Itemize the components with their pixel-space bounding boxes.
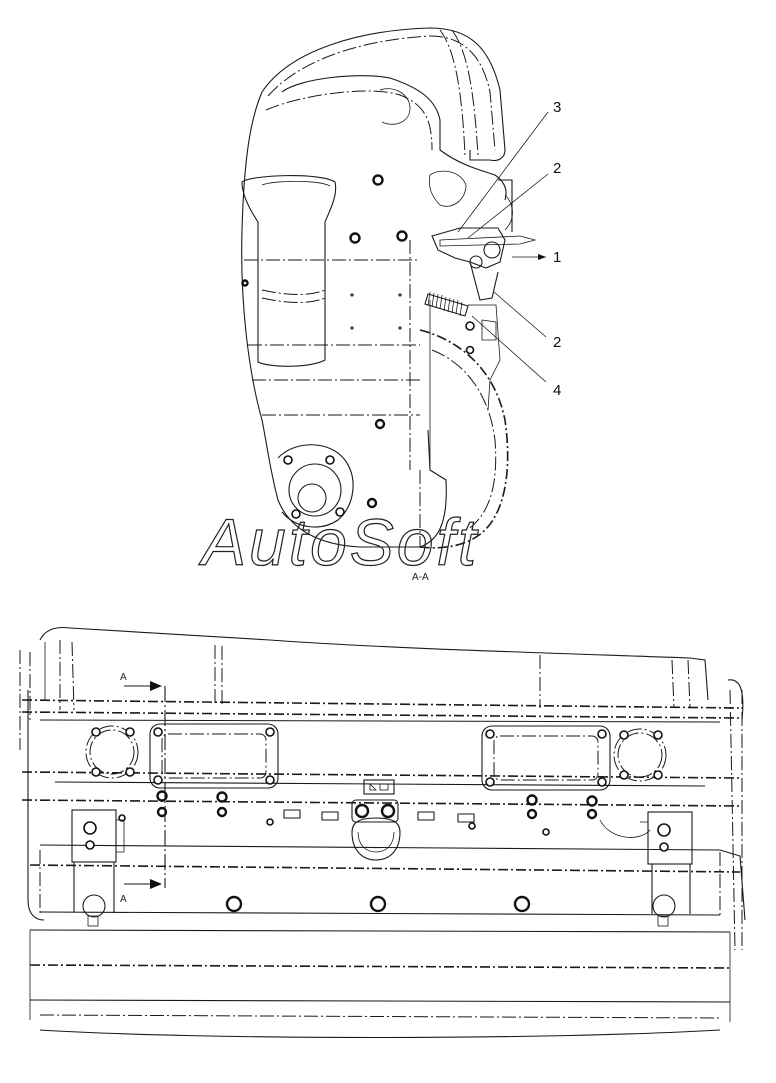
- leader-3: [457, 111, 549, 233]
- front-view: A A: [19, 626, 746, 1039]
- center-latch: [351, 779, 401, 861]
- leader-2-top: [467, 173, 549, 239]
- latch-mechanism: [424, 179, 537, 411]
- section-marker-bottom: A: [120, 894, 127, 905]
- leader-4: [471, 315, 547, 383]
- section-marker-top: A: [120, 672, 127, 683]
- section-view-a-a: 3 2 1 2 4 A-A: [241, 27, 561, 583]
- section-label: A-A: [412, 572, 429, 583]
- callout-3: 3: [553, 99, 561, 116]
- right-hinge: [599, 811, 693, 927]
- left-hinge: [71, 809, 125, 927]
- spring-item-4: [424, 291, 469, 317]
- callout-1: 1: [553, 249, 561, 266]
- callout-2-bottom: 2: [553, 334, 561, 351]
- watermark-text: AutoSoft: [198, 505, 479, 579]
- callout-4: 4: [553, 382, 561, 399]
- callout-2-top: 2: [553, 160, 561, 177]
- leader-2-bottom: [493, 291, 547, 338]
